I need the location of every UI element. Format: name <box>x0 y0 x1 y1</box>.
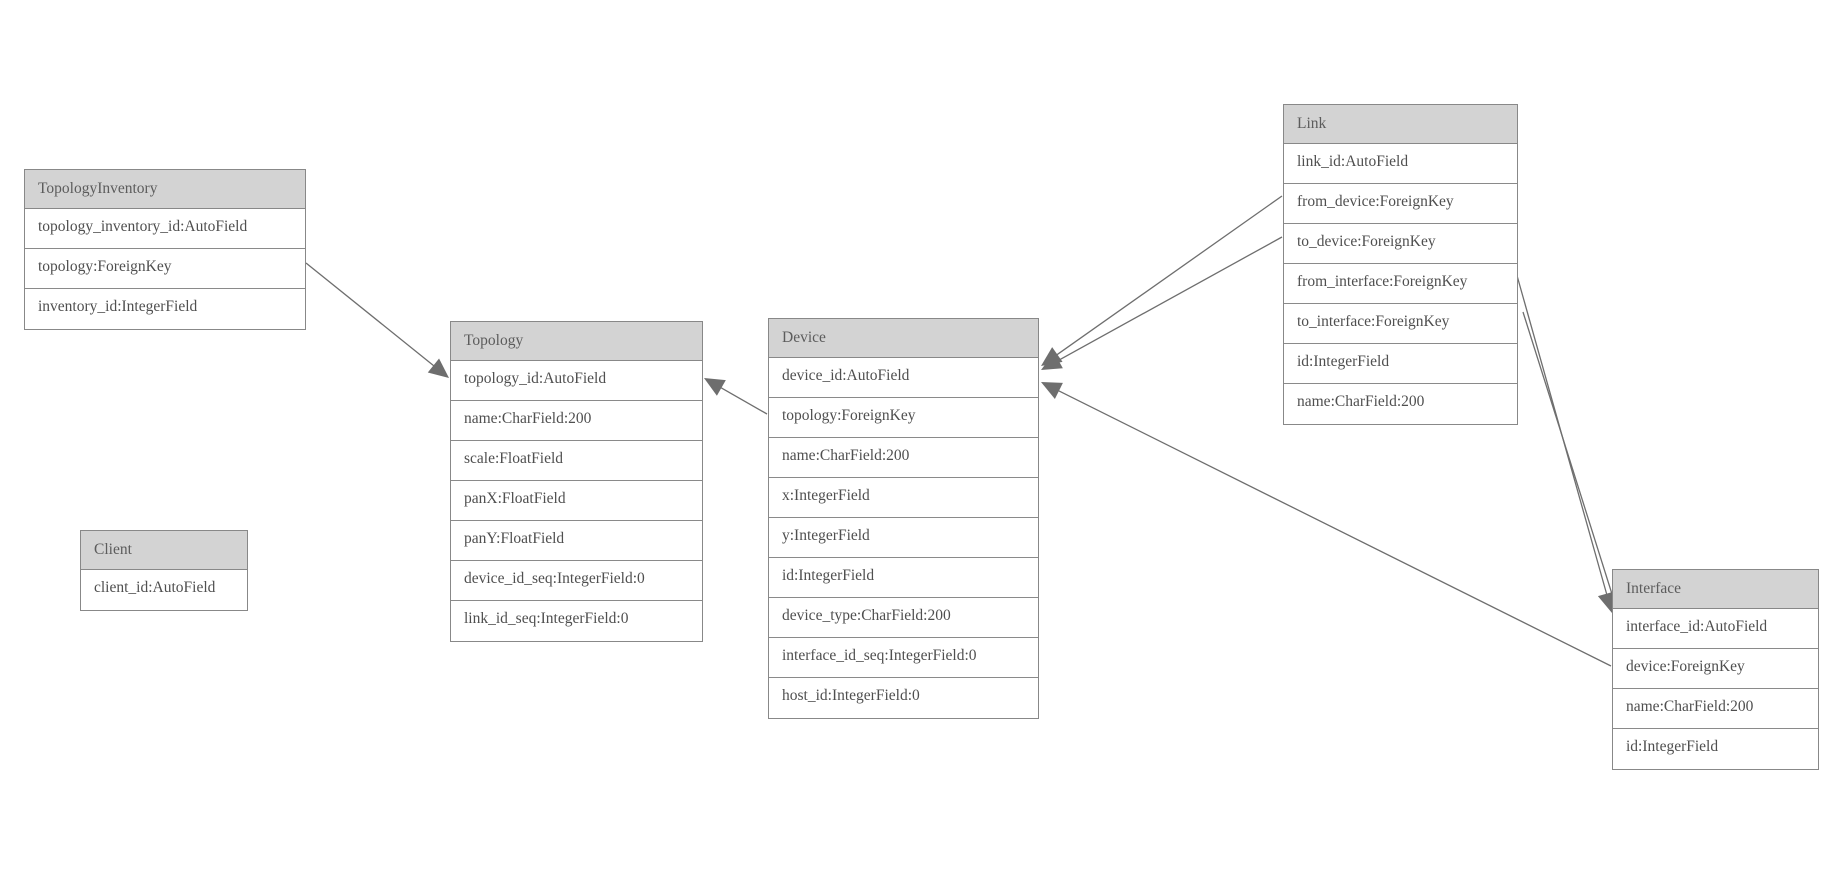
relationship-line <box>1522 311 1614 597</box>
entity-field-row[interactable]: topology_inventory_id:AutoField <box>25 209 305 249</box>
relationship-line <box>718 385 768 415</box>
entity-title-topology_inventory: TopologyInventory <box>25 170 305 209</box>
entity-field-row[interactable]: client_id:AutoField <box>81 570 247 610</box>
entity-field-row[interactable]: interface_id:AutoField <box>1613 609 1818 649</box>
entity-field-row[interactable]: from_device:ForeignKey <box>1284 184 1517 224</box>
relationship-rel-link-frominterface-interface <box>1515 271 1616 613</box>
entity-title-link: Link <box>1284 105 1517 144</box>
entity-field-row[interactable]: name:CharField:200 <box>1284 384 1517 424</box>
entity-field-row[interactable]: y:IntegerField <box>769 518 1038 558</box>
relationship-arrowhead-icon <box>427 358 449 378</box>
relationship-line <box>1515 271 1609 597</box>
entity-field-row[interactable]: from_interface:ForeignKey <box>1284 264 1517 304</box>
entity-field-row[interactable]: inventory_id:IntegerField <box>25 289 305 329</box>
relationship-rel-device-topology <box>704 378 768 415</box>
entity-field-row[interactable]: to_device:ForeignKey <box>1284 224 1517 264</box>
entity-field-row[interactable]: name:CharField:200 <box>1613 689 1818 729</box>
entity-title-client: Client <box>81 531 247 570</box>
entity-field-row[interactable]: id:IntegerField <box>1284 344 1517 384</box>
relationship-line <box>1055 236 1283 363</box>
relationship-arrowhead-icon <box>1041 352 1063 370</box>
relationship-rel-link-todevice-device <box>1041 236 1283 370</box>
entity-field-row[interactable]: panX:FloatField <box>451 481 702 521</box>
entity-field-row[interactable]: device_type:CharField:200 <box>769 598 1038 638</box>
relationship-line <box>305 262 437 368</box>
entity-field-row[interactable]: topology:ForeignKey <box>769 398 1038 438</box>
entity-field-row[interactable]: to_interface:ForeignKey <box>1284 304 1517 344</box>
relationship-arrowhead-icon <box>1041 382 1063 399</box>
entity-field-row[interactable]: id:IntegerField <box>1613 729 1818 769</box>
relationship-line <box>1055 388 1612 667</box>
entity-field-row[interactable]: interface_id_seq:IntegerField:0 <box>769 638 1038 678</box>
relationship-arrowhead-icon <box>1041 347 1063 366</box>
relationship-rel-topologyinventory-topology <box>305 262 449 378</box>
entity-field-row[interactable]: topology_id:AutoField <box>451 361 702 401</box>
entity-field-row[interactable]: topology:ForeignKey <box>25 249 305 289</box>
entity-title-topology: Topology <box>451 322 702 361</box>
entity-field-row[interactable]: host_id:IntegerField:0 <box>769 678 1038 718</box>
entity-field-row[interactable]: device:ForeignKey <box>1613 649 1818 689</box>
entity-field-row[interactable]: device_id:AutoField <box>769 358 1038 398</box>
entity-field-row[interactable]: x:IntegerField <box>769 478 1038 518</box>
entity-field-row[interactable]: panY:FloatField <box>451 521 702 561</box>
entity-field-row[interactable]: device_id_seq:IntegerField:0 <box>451 561 702 601</box>
entity-title-interface: Interface <box>1613 570 1818 609</box>
entity-field-row[interactable]: scale:FloatField <box>451 441 702 481</box>
entity-field-row[interactable]: link_id:AutoField <box>1284 144 1517 184</box>
relationship-rel-link-fromdevice-device <box>1041 195 1283 366</box>
relationship-line <box>1054 195 1283 357</box>
entity-field-row[interactable]: name:CharField:200 <box>769 438 1038 478</box>
entity-field-row[interactable]: id:IntegerField <box>769 558 1038 598</box>
entity-field-row[interactable]: name:CharField:200 <box>451 401 702 441</box>
entity-field-row[interactable]: link_id_seq:IntegerField:0 <box>451 601 702 641</box>
entity-title-device: Device <box>769 319 1038 358</box>
relationship-rel-link-tointerface-interface <box>1522 311 1621 613</box>
relationship-arrowhead-icon <box>704 378 726 396</box>
